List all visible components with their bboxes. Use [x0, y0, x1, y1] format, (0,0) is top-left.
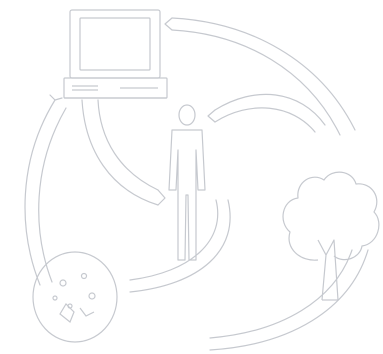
arc-computer-to-person [82, 100, 165, 205]
computer-icon [64, 10, 167, 98]
arc-person-to-cell [130, 200, 230, 292]
arc-computer-to-tree [165, 18, 355, 135]
arc-tree-to-cell [210, 250, 368, 350]
cell-icon [33, 252, 117, 342]
arc-cell-to-computer [25, 95, 66, 285]
tree-icon [283, 172, 379, 300]
arc-person-to-tree [208, 94, 325, 132]
person-icon [169, 105, 205, 260]
